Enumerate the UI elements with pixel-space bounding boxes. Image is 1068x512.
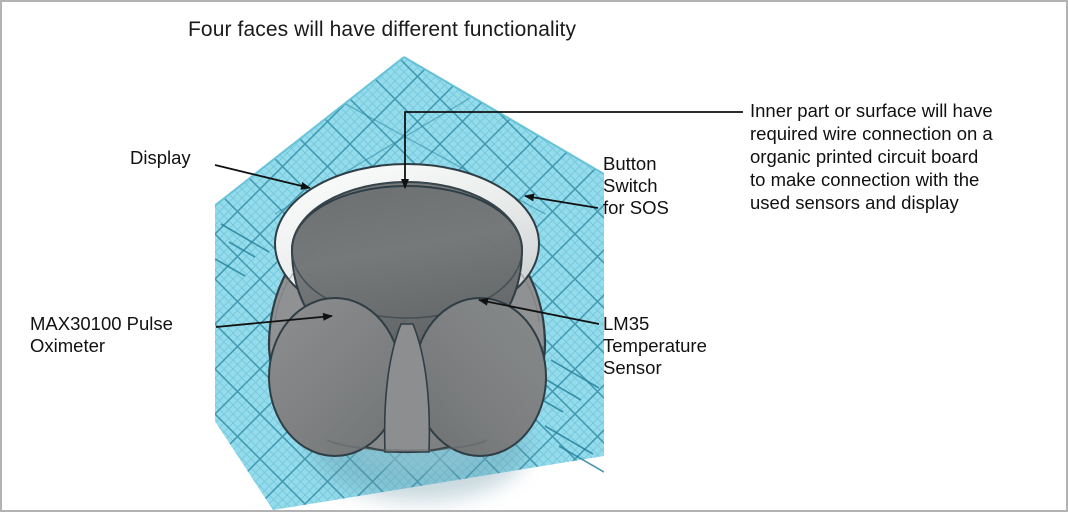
cad-scene [215,54,604,510]
shoulder-highlight-left [274,235,336,323]
cad-render-viewport [215,54,604,510]
callout-inner-part-surface: Inner part or surface will have required… [750,100,993,213]
face-lm35 [413,297,547,457]
callout-lm35-temperature-sensor: LM35 Temperature Sensor [603,313,707,379]
callout-display: Display [130,147,191,168]
page-title: Four faces will have different functiona… [188,18,577,41]
face-max30100 [268,297,402,457]
workplane-edge-left [215,56,405,207]
callout-max30100-pulse-oximeter: MAX30100 Pulse Oximeter [30,313,173,357]
callout-button-switch-for-sos: Button Switch for SOS [603,153,669,219]
ring-object [267,163,547,457]
front-wedge [383,323,431,453]
bottom-contact-shade [326,439,488,452]
